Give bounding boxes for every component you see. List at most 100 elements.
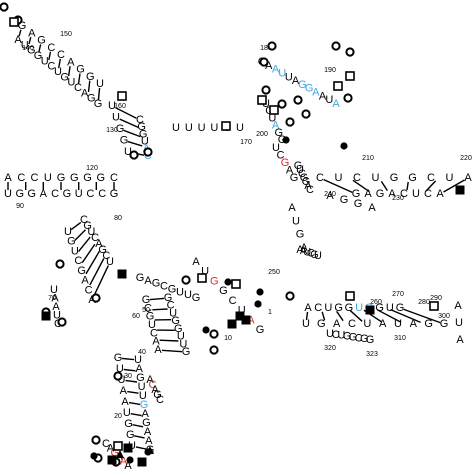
nucleotide: A xyxy=(272,120,280,132)
nucleotide: U xyxy=(177,331,185,343)
nucleotide: G xyxy=(334,302,343,314)
open-circle-marker xyxy=(261,85,271,95)
nucleotide: G xyxy=(390,172,399,184)
nucleotide: C xyxy=(316,172,324,184)
filled-circle-marker xyxy=(224,278,232,286)
filled-square-marker xyxy=(235,311,245,321)
nucleotide: U xyxy=(296,164,304,176)
nucleotide: G xyxy=(140,399,149,411)
square-outline-marker xyxy=(257,95,267,105)
nucleotide: G xyxy=(57,172,66,184)
base-pair-bond xyxy=(74,229,86,241)
nucleotide: G xyxy=(27,188,36,200)
nucleotide: U xyxy=(67,77,75,89)
filled-triangle-marker xyxy=(116,450,124,458)
nucleotide: G xyxy=(16,188,25,200)
nucleotide: U xyxy=(372,172,380,184)
nucleotide: U xyxy=(112,112,120,124)
open-circle-marker xyxy=(91,293,101,303)
position-number: 240 xyxy=(324,191,336,198)
nucleotide: G xyxy=(275,127,284,139)
nucleotide: C xyxy=(348,318,356,330)
nucleotide: A xyxy=(388,188,396,200)
square-outline-marker xyxy=(221,121,231,131)
base-pair-bond xyxy=(77,236,91,253)
nucleotide: G xyxy=(124,418,133,430)
square-outline-marker xyxy=(345,291,355,301)
nucleotide: G xyxy=(136,272,145,284)
base-pair-bond xyxy=(161,349,183,353)
nucleotide: U xyxy=(210,122,218,134)
nucleotide: C xyxy=(51,188,59,200)
nucleotide: U xyxy=(337,330,345,342)
nucleotide: A xyxy=(52,301,60,313)
nucleotide: G xyxy=(136,372,145,384)
position-number: 190 xyxy=(324,67,336,74)
nucleotide: G xyxy=(67,236,76,248)
open-circle-marker xyxy=(293,95,303,105)
nucleotide: U xyxy=(96,78,104,90)
nucleotide: A xyxy=(81,275,89,287)
nucleotide: A xyxy=(67,56,75,68)
nucleotide: G xyxy=(83,220,92,232)
nucleotide: C xyxy=(424,188,432,200)
nucleotide: A xyxy=(304,180,312,192)
nucleotide: A xyxy=(146,374,154,386)
nucleotide: U xyxy=(116,363,124,375)
filled-square-marker xyxy=(365,305,375,315)
nucleotide: U xyxy=(198,122,206,134)
nucleotide: C xyxy=(102,438,110,450)
base-pair-bond xyxy=(70,221,82,231)
base-pair-bond xyxy=(305,311,309,321)
base-pair-bond xyxy=(85,251,100,275)
nucleotide: G xyxy=(349,331,358,343)
nucleotide: G xyxy=(360,333,369,345)
nucleotide: A xyxy=(40,188,48,200)
nucleotide: C xyxy=(156,394,164,406)
nucleotide: G xyxy=(164,292,173,304)
nucleotide: A xyxy=(152,336,160,348)
base-pair-bond xyxy=(134,435,145,439)
base-pair-bond xyxy=(403,308,441,324)
probing-marker-layer xyxy=(0,2,465,467)
nucleotide: G xyxy=(192,292,201,304)
nucleotide: G xyxy=(298,79,307,91)
nucleotide: C xyxy=(47,61,55,73)
nucleotide: C xyxy=(86,188,94,200)
nucleotide: C xyxy=(306,184,314,196)
nucleotide: U xyxy=(50,284,58,296)
nucleotide: G xyxy=(396,302,405,314)
position-number: 40 xyxy=(138,349,146,356)
open-circle-marker xyxy=(57,317,67,327)
nucleotide: G xyxy=(142,294,151,306)
nucleotide: A xyxy=(286,165,294,177)
nucleotide: A xyxy=(124,460,132,472)
base-pair-bond xyxy=(390,308,421,324)
nucleotide: C xyxy=(74,82,82,94)
nucleotide: U xyxy=(123,407,131,419)
nucleotide: U xyxy=(185,122,193,134)
open-circle-marker xyxy=(285,117,295,127)
base-pair-bond xyxy=(38,44,42,53)
nucleotide: G xyxy=(116,123,125,135)
nucleotide: C xyxy=(31,172,39,184)
position-number: 20 xyxy=(114,413,122,420)
nucleotide: U xyxy=(54,66,62,78)
nucleotide: A xyxy=(288,202,296,214)
nucleotide: G xyxy=(126,429,135,441)
nucleotide: U xyxy=(303,246,311,258)
nucleotide: U xyxy=(324,302,332,314)
nucleotide: U xyxy=(268,112,276,124)
nucleotide: A xyxy=(142,408,150,420)
base-pair-bond xyxy=(127,390,139,394)
nucleotide: G xyxy=(424,318,433,330)
filled-circle-marker xyxy=(202,326,210,334)
filled-square-marker xyxy=(123,443,133,453)
square-outline-marker xyxy=(269,105,279,115)
nucleotide: G xyxy=(302,176,311,188)
position-number: 170 xyxy=(240,139,252,146)
nucleotide: U xyxy=(106,256,114,268)
square-outline-marker xyxy=(333,81,343,91)
position-number: 323 xyxy=(366,351,378,358)
filled-circle-marker xyxy=(256,288,264,296)
